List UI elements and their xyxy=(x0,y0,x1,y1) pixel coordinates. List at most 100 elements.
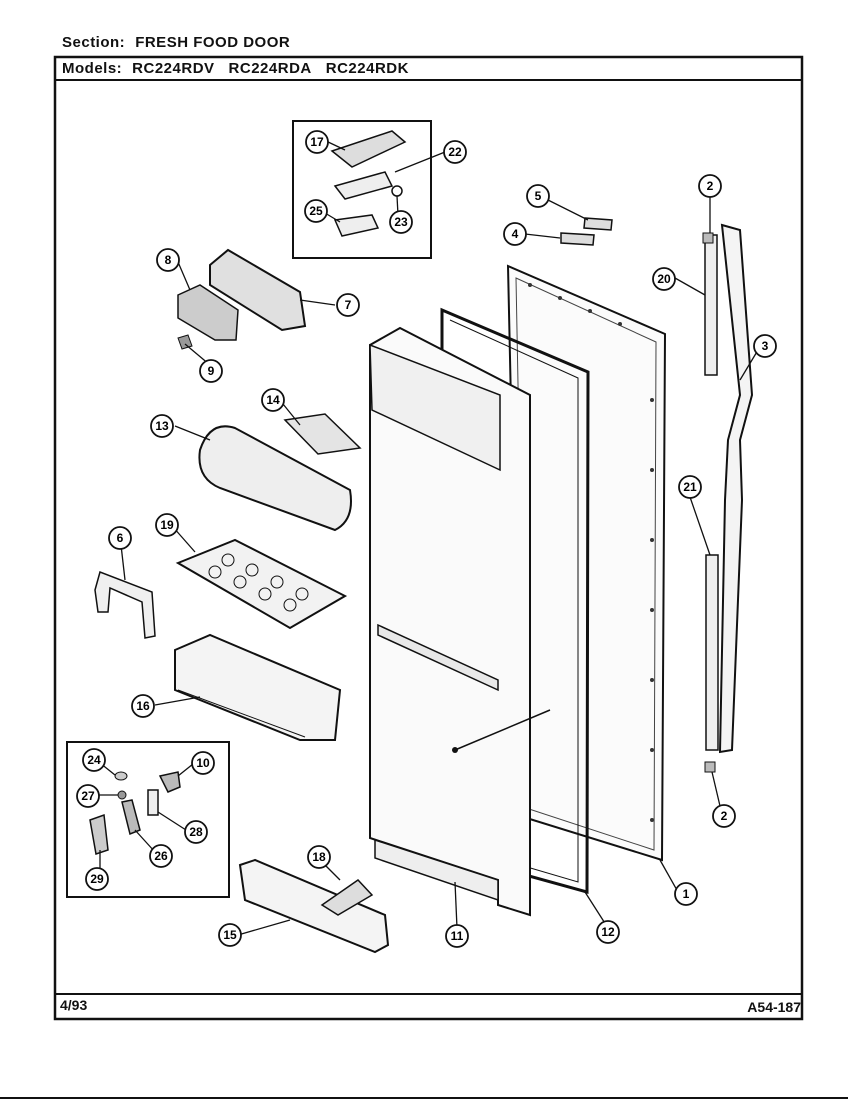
liner-screw-leader xyxy=(454,709,551,751)
callout-8: 8 xyxy=(156,248,180,272)
upper-trim-strip-part xyxy=(704,234,718,376)
switch-actuator-part xyxy=(177,334,193,350)
svg-text:21: 21 xyxy=(683,480,697,494)
callout-20: 20 xyxy=(652,267,676,291)
door-bin-part xyxy=(174,633,342,741)
callout-15: 15 xyxy=(218,923,242,947)
callout-22: 22 xyxy=(443,140,467,164)
label-plate-top-part xyxy=(583,217,613,231)
svg-text:6: 6 xyxy=(117,531,124,545)
svg-text:28: 28 xyxy=(189,825,203,839)
hinge-washer-part xyxy=(391,185,403,197)
hinge-shim-part xyxy=(333,214,380,237)
svg-text:22: 22 xyxy=(448,145,462,159)
callout-6: 6 xyxy=(108,526,132,550)
callout-16: 16 xyxy=(131,694,155,718)
model-number: RC224RDA xyxy=(228,60,312,77)
callout-2-bottom: 2 xyxy=(712,804,736,828)
callout-21: 21 xyxy=(678,475,702,499)
svg-text:14: 14 xyxy=(266,393,280,407)
hinge-plate-part xyxy=(333,171,394,200)
svg-text:4: 4 xyxy=(512,227,519,241)
callout-11: 11 xyxy=(445,924,469,948)
section-label: Section: xyxy=(62,34,126,51)
section-title: Section: FRESH FOOD DOOR xyxy=(62,34,290,51)
svg-text:29: 29 xyxy=(90,872,104,886)
butter-tray-part xyxy=(283,413,362,455)
callout-18: 18 xyxy=(307,845,331,869)
door-handle-trim-part xyxy=(718,223,754,754)
callout-10: 10 xyxy=(191,751,215,775)
svg-text:9: 9 xyxy=(208,364,215,378)
lower-trim-strip-part xyxy=(705,554,719,751)
svg-text:27: 27 xyxy=(81,789,95,803)
hardware-cam-part xyxy=(121,799,141,836)
shelf-bracket-part xyxy=(94,571,156,639)
door-liner-mid-shelf xyxy=(377,623,499,692)
hardware-bracket-part xyxy=(158,771,181,793)
door-gasket-inner-edge xyxy=(449,319,579,883)
trim-cap-lower-part xyxy=(704,761,716,773)
models-line: Models: RC224RDV RC224RDA RC224RDK xyxy=(62,60,423,77)
callout-13: 13 xyxy=(150,414,174,438)
svg-text:1: 1 xyxy=(683,887,690,901)
callout-3: 3 xyxy=(753,334,777,358)
hardware-washer-part xyxy=(114,771,128,781)
svg-text:7: 7 xyxy=(345,298,352,312)
svg-text:23: 23 xyxy=(394,215,408,229)
callout-9: 9 xyxy=(199,359,223,383)
door-liner-bottom-lip xyxy=(374,838,499,902)
svg-text:18: 18 xyxy=(312,850,326,864)
switch-module-part xyxy=(177,284,239,341)
callout-17: 17 xyxy=(305,130,329,154)
door-liner-top-shelf xyxy=(369,343,501,472)
callout-23: 23 xyxy=(389,210,413,234)
hardware-clip-part xyxy=(147,789,159,816)
svg-text:19: 19 xyxy=(160,518,174,532)
dispenser-housing-part xyxy=(209,248,307,332)
diagram-border xyxy=(53,55,804,1021)
callout-4: 4 xyxy=(503,222,527,246)
svg-text:5: 5 xyxy=(535,189,542,203)
svg-text:8: 8 xyxy=(165,253,172,267)
hardware-screw-part xyxy=(117,790,127,800)
callout-24: 24 xyxy=(82,748,106,772)
hardware-hinge-pin-part xyxy=(89,813,109,855)
door-bin-lip xyxy=(177,689,306,738)
callouts: 1 2 2 3 4 5 6 7 8 9 11 12 13 14 15 16 17… xyxy=(76,130,777,948)
callout-14: 14 xyxy=(261,388,285,412)
callout-28: 28 xyxy=(184,820,208,844)
label-plate-small-part xyxy=(560,232,595,246)
outer-door-panel-holes xyxy=(528,283,654,822)
svg-text:15: 15 xyxy=(223,928,237,942)
revision-date: 4/93 xyxy=(60,997,88,1013)
svg-text:2: 2 xyxy=(721,809,728,823)
hinge-parts-box xyxy=(292,120,432,259)
egg-tray-part xyxy=(175,538,348,630)
section-name: FRESH FOOD DOOR xyxy=(135,34,291,51)
callout-7: 7 xyxy=(336,293,360,317)
models-label: Models: xyxy=(62,60,123,77)
liner-screw-part xyxy=(452,747,458,753)
svg-text:10: 10 xyxy=(196,756,210,770)
svg-text:17: 17 xyxy=(310,135,324,149)
callout-27: 27 xyxy=(76,784,100,808)
svg-text:25: 25 xyxy=(309,204,323,218)
svg-text:16: 16 xyxy=(136,699,150,713)
svg-text:2: 2 xyxy=(707,179,714,193)
callout-12: 12 xyxy=(596,920,620,944)
callout-2-top: 2 xyxy=(698,174,722,198)
egg-tray-cups xyxy=(208,553,309,612)
callout-29: 29 xyxy=(85,867,109,891)
model-number: RC224RDV xyxy=(132,60,215,77)
bottom-door-bin-part xyxy=(238,858,390,954)
model-number: RC224RDK xyxy=(325,60,409,77)
svg-text:26: 26 xyxy=(154,849,168,863)
svg-text:20: 20 xyxy=(657,272,671,286)
svg-text:24: 24 xyxy=(87,753,101,767)
document-id: A54-187 xyxy=(747,999,801,1015)
svg-text:13: 13 xyxy=(155,419,169,433)
callout-19: 19 xyxy=(155,513,179,537)
svg-text:12: 12 xyxy=(601,925,615,939)
